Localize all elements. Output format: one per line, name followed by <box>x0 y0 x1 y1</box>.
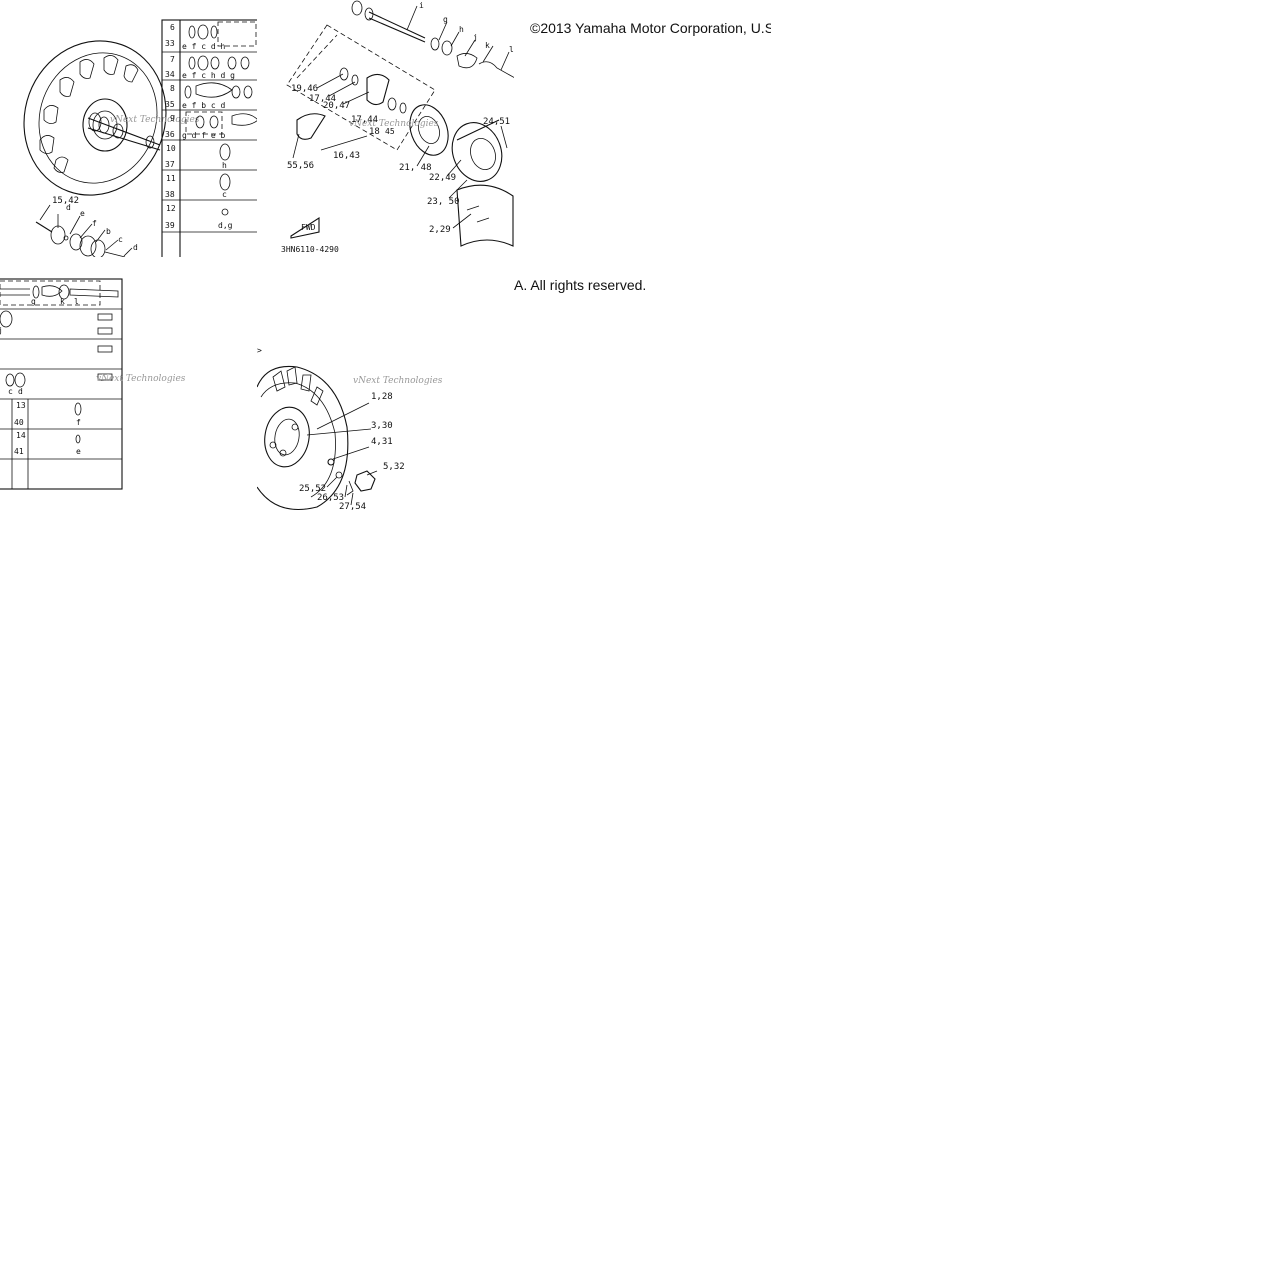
callout-l: l <box>509 45 514 54</box>
table-row-9-ref-top: 9 <box>170 114 175 123</box>
watermark-text: vNext Technologies <box>110 115 200 125</box>
diagram-tile-wheel-hub: > vNext Technologies 1,28 3,30 4,31 5,32… <box>257 257 514 514</box>
table-row-9-ref-bottom: 36 <box>165 130 175 139</box>
table-row-14-letter: e <box>76 447 81 456</box>
table-row-11-letters: c <box>222 190 227 199</box>
table-row-13-ref-top: 13 <box>16 401 26 410</box>
callout-i: i <box>419 1 424 10</box>
callout-45: 45 <box>385 127 395 136</box>
watermark-text-4: vNext Technologies <box>353 376 443 386</box>
callout-22-49: 22,49 <box>429 173 456 183</box>
table-row-12-ref-bottom: 39 <box>165 221 175 230</box>
callout-55-56: 55,56 <box>287 161 314 171</box>
callout-21-48: 21, 48 <box>399 163 432 173</box>
callout-5-32: 5,32 <box>383 462 405 472</box>
callout-17-44-b: 17,44 <box>351 115 378 125</box>
copyright-line-2: A. All rights reserved. <box>514 277 647 293</box>
table-row-7-letters: e f c h d g <box>182 71 235 80</box>
watermark-text-3: vNext Technologies <box>96 374 186 384</box>
callout-1-28: 1,28 <box>371 392 393 402</box>
watermark-text-2: vNext Technologies <box>349 119 439 129</box>
table-row-8-ref-top: 8 <box>170 84 175 93</box>
callout-c: c <box>118 235 123 244</box>
table-row-9-letters: g d f e b <box>182 131 226 140</box>
callout-k: k <box>485 41 490 50</box>
callout-4-31: 4,31 <box>371 437 393 447</box>
table-row-13-letter: f <box>76 418 81 427</box>
fwd-label: FWD <box>301 223 316 232</box>
callout-e: e <box>80 209 85 218</box>
callout-3-30: 3,30 <box>371 421 393 431</box>
callout-d-2: d <box>133 243 138 252</box>
callout-j: j <box>473 33 478 42</box>
diagram-tile-knuckle: FWD 3HN6110-4290 vNext Technologies i g … <box>257 0 514 257</box>
table-row-7-ref-top: 7 <box>170 55 175 64</box>
callout-27-54: 27,54 <box>339 502 366 512</box>
callout-15-42: 15,42 <box>52 196 79 206</box>
table-row-14-ref-bottom: 41 <box>14 447 24 456</box>
callout-g: g <box>443 15 448 24</box>
table-row-7-ref-bottom: 34 <box>165 70 175 79</box>
table-row-12-letters: d,g <box>218 221 233 230</box>
copyright-line-1: ©2013 Yamaha Motor Corporation, U.S./ <box>530 20 771 36</box>
diagram-marker: > <box>257 346 262 355</box>
table-row-12-ref-top: 12 <box>166 204 176 213</box>
callout-26-53: 26,53 <box>317 493 344 503</box>
table-row-6-ref-bottom: 33 <box>165 39 175 48</box>
callout-23-50: 23, 50 <box>427 197 460 207</box>
table-row-10-ref-top: 10 <box>166 144 176 153</box>
callout-24-51: 24,51 <box>483 117 510 127</box>
callout-25-52: 25,52 <box>299 484 326 494</box>
table-row-8-letters: e f b c d <box>182 101 226 110</box>
diagram-code: 3HN6110-4290 <box>281 245 339 254</box>
table-row-11-ref-top: 11 <box>166 174 176 183</box>
table-row-13-ref-bottom: 40 <box>14 418 24 427</box>
table-letter-c: c <box>8 387 13 396</box>
table-row-10-letters: h <box>222 161 227 170</box>
table-letter-l: l <box>74 297 79 306</box>
table-row-10-ref-bottom: 37 <box>165 160 175 169</box>
table-letter-d: d <box>18 387 23 396</box>
diagram-tile-wheel-left: 15,42 d e f b c d vNext Technologies <box>0 0 257 257</box>
table-row-8-ref-bottom: 35 <box>165 100 175 109</box>
table-row-6-letters: e f c d h <box>182 42 226 51</box>
callout-17-44: 17,44 <box>309 94 336 104</box>
callout-b: b <box>106 227 111 236</box>
callout-16-43: 16,43 <box>333 151 360 161</box>
callout-f: f <box>92 219 97 228</box>
diagram-tile-table-lower: g j k l c d 13 40 f 14 41 e vNext Techno… <box>0 257 257 514</box>
callout-h: h <box>459 25 464 34</box>
table-letter-g: g <box>31 297 36 306</box>
table-row-6-ref-top: 6 <box>170 23 175 32</box>
callout-18: 18 <box>369 127 380 137</box>
callout-20-47: 20,47 <box>323 101 350 111</box>
table-row-11-ref-bottom: 38 <box>165 190 175 199</box>
callout-d: d <box>66 203 71 212</box>
callout-19-46: 19,46 <box>291 84 318 94</box>
table-letter-j: j <box>0 326 3 335</box>
parts-table: 6 33 e f c d h 7 34 e f c h d g 8 35 e f… <box>161 19 257 257</box>
table-letter-k: k <box>60 297 65 306</box>
callout-2-29: 2,29 <box>429 225 451 235</box>
table-row-14-ref-top: 14 <box>16 431 26 440</box>
